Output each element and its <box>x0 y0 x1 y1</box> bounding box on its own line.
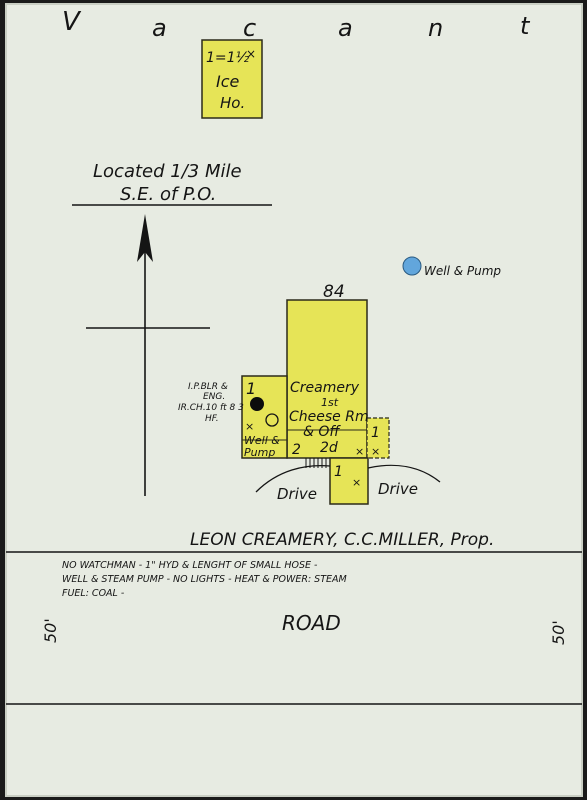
vacant-letter: V <box>62 7 82 37</box>
story-count: 2 <box>292 442 301 458</box>
right-wing <box>366 417 390 459</box>
creamery-main-block <box>286 299 368 459</box>
road-width-right: 50' <box>549 620 568 645</box>
story-count: 1 <box>334 464 343 480</box>
paper-edge-shadow <box>5 3 583 797</box>
well-pump-label: Well & Pump <box>424 264 501 278</box>
road-width-left: 50' <box>41 618 60 643</box>
ice-house-label-1: Ice <box>216 72 240 91</box>
wall-mark: × <box>245 420 254 433</box>
property-title: LEON CREAMERY, C.C.MILLER, Prop. <box>190 530 494 550</box>
drive-label-left: Drive <box>277 485 317 503</box>
drive-curve-right <box>367 464 441 483</box>
boiler-wing <box>241 375 288 459</box>
well-blue-circle <box>402 256 422 276</box>
north-arrow <box>86 214 210 496</box>
building-number: 84 <box>323 282 345 302</box>
ice-house-height-note: 1=1½ <box>206 50 250 66</box>
note-line-3: FUEL: COAL - <box>62 588 125 599</box>
detached-well: Well & Pump <box>402 256 501 278</box>
wall-mark: × <box>371 445 380 458</box>
boiler-note-3: IR.CH.10 ft 8 3 <box>178 403 244 413</box>
location-note: Located 1/3 Mile S.E. of P.O. <box>72 161 272 206</box>
north-arrow-head <box>137 214 153 262</box>
drive-label-right: Drive <box>378 480 418 498</box>
inner-well-label-2: Pump <box>244 446 275 459</box>
creamery-label-3: Cheese Rm <box>289 409 369 425</box>
vacant-header: V a c a n t <box>62 7 531 42</box>
vacant-letter: t <box>520 12 531 40</box>
wall-mark: × <box>355 445 364 458</box>
creamery-label-2: 1st <box>321 396 339 409</box>
creamery-label-5: 2d <box>320 440 338 456</box>
wall-mark: × <box>352 476 361 489</box>
ice-house-label-2: Ho. <box>220 94 245 112</box>
note-line-2: WELL & STEAM PUMP - NO LIGHTS - HEAT & P… <box>62 574 347 585</box>
road-name: ROAD <box>282 611 341 635</box>
vacant-letter: c <box>243 14 256 42</box>
location-line-2: S.E. of P.O. <box>120 184 216 205</box>
ice-house-building: 1=1½ × Ice Ho. <box>201 39 263 119</box>
boiler-note-2: ENG. <box>203 392 225 402</box>
creamery-label-1: Creamery <box>290 380 360 396</box>
lower-block <box>329 457 369 505</box>
road: ROAD 50' 50' <box>6 551 582 705</box>
story-count: 1 <box>246 379 256 398</box>
inner-well-symbol <box>265 413 279 427</box>
vacant-letter: a <box>152 14 167 42</box>
ice-house-footprint <box>201 39 263 119</box>
note-line-1: NO WATCHMAN - 1" HYD & LENGHT OF SMALL H… <box>62 560 318 571</box>
vacant-letter: a <box>338 14 353 42</box>
creamery-label-4: & Off <box>303 424 341 440</box>
drive-curve-left <box>255 464 331 493</box>
boiler-symbol <box>250 397 264 411</box>
fire-notes: NO WATCHMAN - 1" HYD & LENGHT OF SMALL H… <box>62 560 347 599</box>
inner-well-label-1: Well & <box>244 434 280 447</box>
creamery-building: 84 Creamery 1st Cheese Rm & Off 2d 1 <box>178 282 441 505</box>
boiler-note-4: HF. <box>205 414 219 424</box>
ice-house-mark: × <box>246 47 256 61</box>
vacant-letter: n <box>428 14 443 42</box>
story-count: 1 <box>371 425 380 441</box>
boiler-note-1: I.P.BLR & <box>188 382 228 392</box>
location-line-1: Located 1/3 Mile <box>93 161 242 182</box>
